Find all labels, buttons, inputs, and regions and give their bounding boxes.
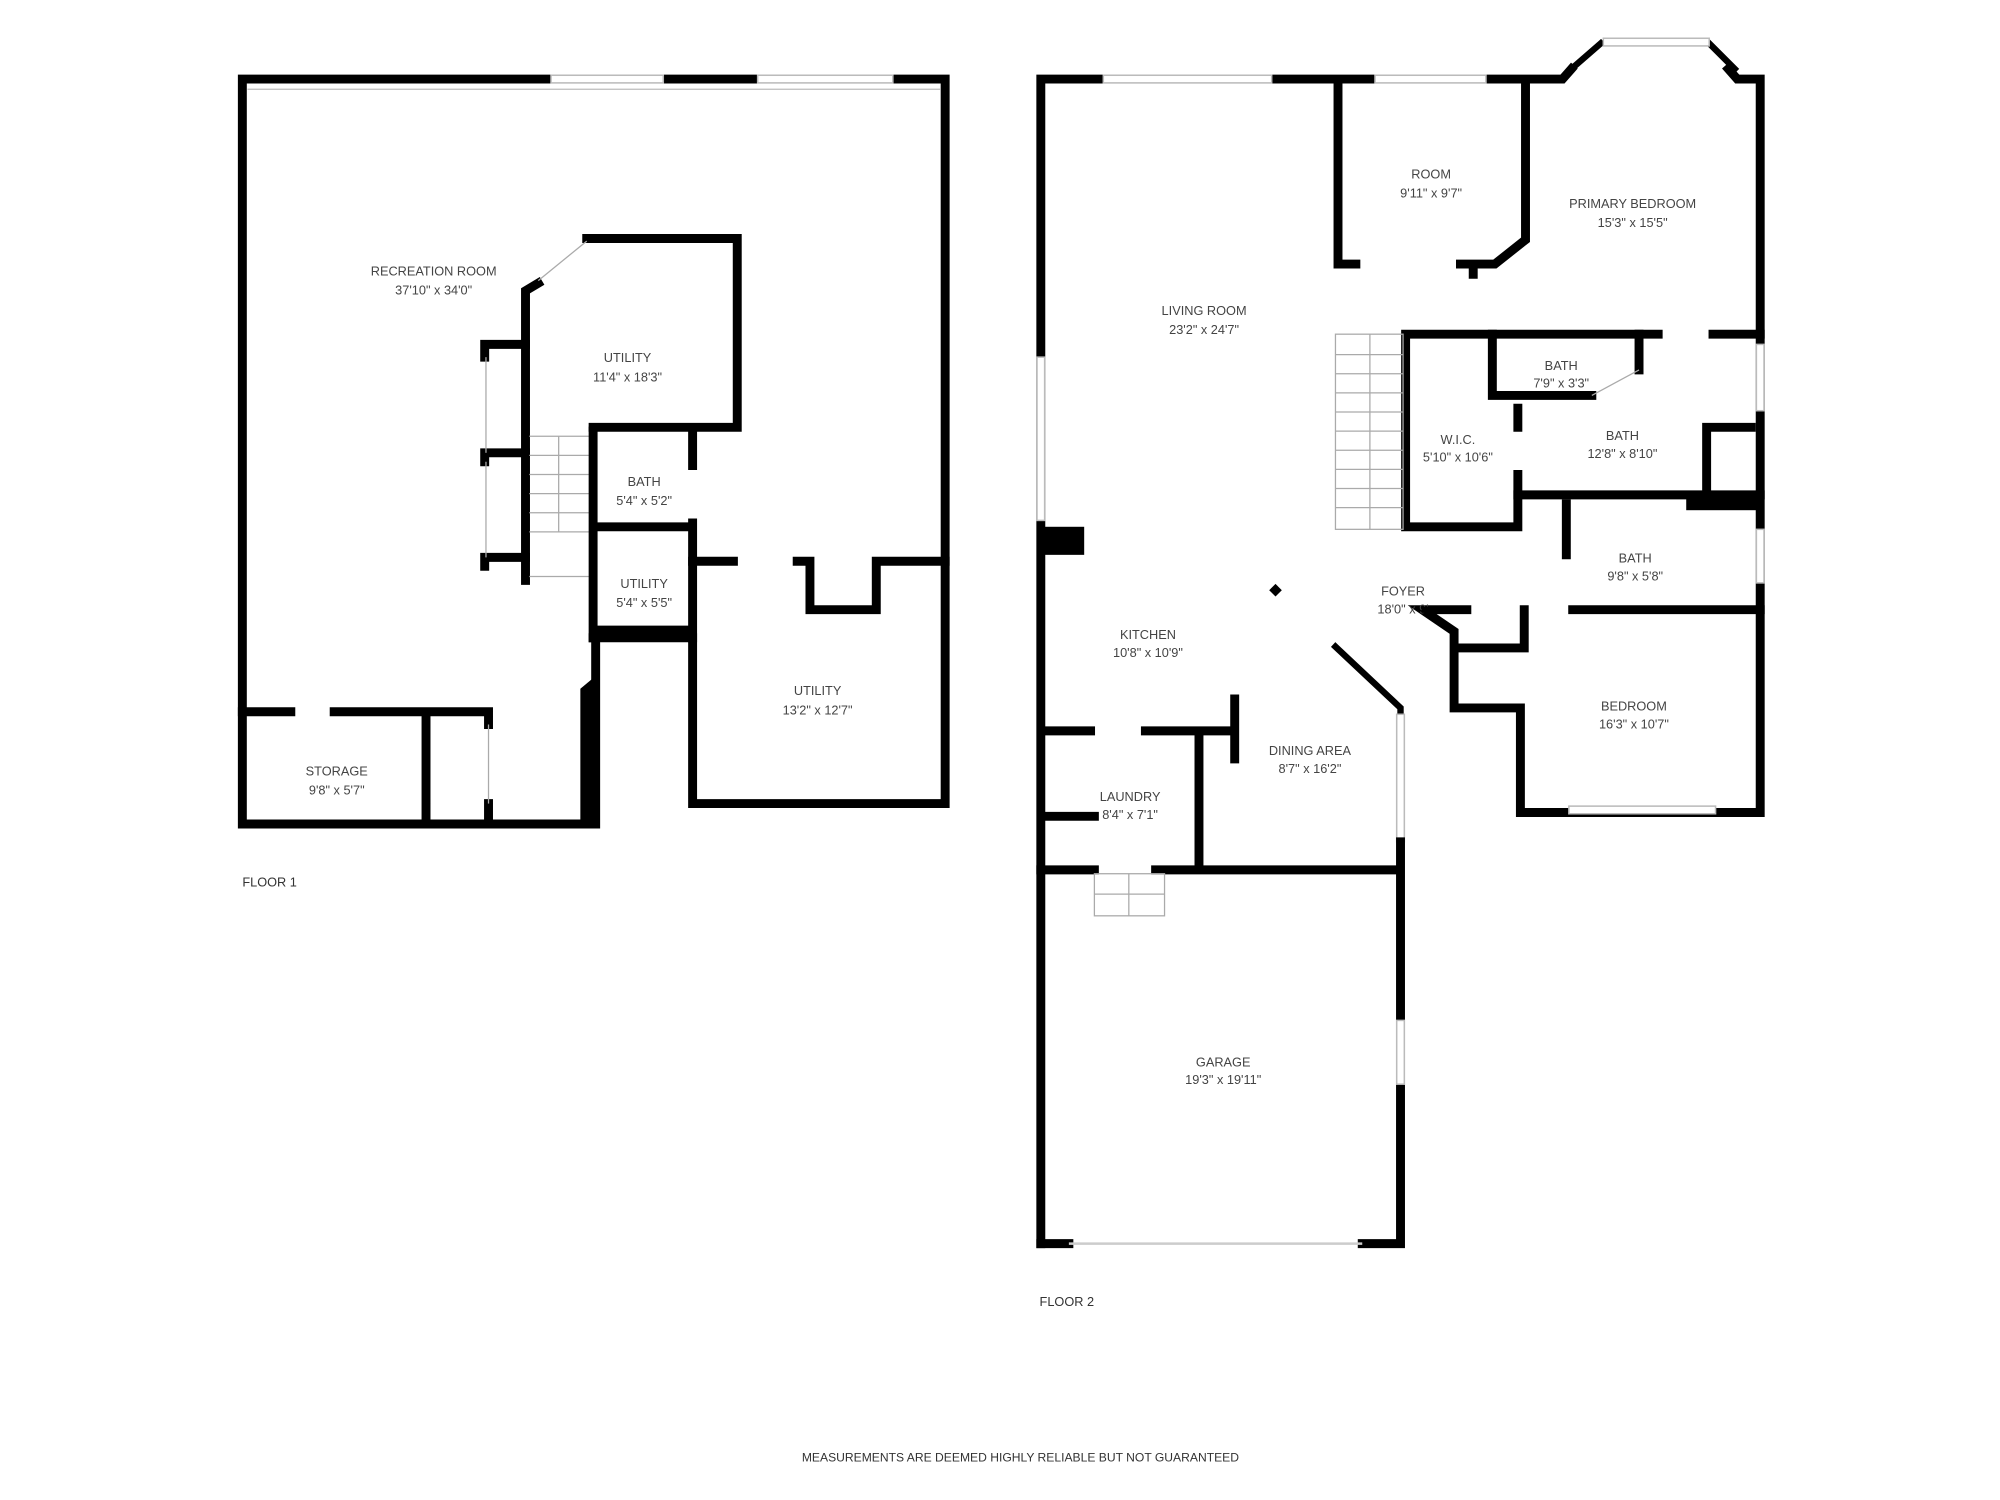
floor-1-stairs [529, 435, 590, 578]
room-name: UTILITY [604, 350, 652, 365]
room-dims: 8'7" x 16'2" [1279, 761, 1342, 776]
floor-2-labels: ROOM 9'11" x 9'7" PRIMARY BEDROOM 15'3" … [1040, 167, 1697, 1310]
room-name: BATH [1606, 428, 1639, 443]
room-dims: 11'4" x 18'3" [593, 369, 662, 384]
floor-2-plan [1036, 37, 1765, 1249]
room-name: BATH [1545, 358, 1578, 373]
floor-1-plan [237, 74, 950, 829]
room-name: LIVING ROOM [1162, 303, 1247, 318]
room-dims: 9'8" x 5'7" [309, 783, 365, 798]
room-dims: 37'10" x 34'0" [395, 283, 472, 298]
room-name: UTILITY [794, 683, 842, 698]
room-name: UTILITY [620, 576, 668, 591]
floor-2-label: FLOOR 2 [1040, 1294, 1095, 1309]
room-name: GARAGE [1196, 1054, 1251, 1069]
room-dims: 15'3" x 15'5" [1598, 215, 1668, 230]
room-dims: 5'10" x 10'6" [1423, 450, 1493, 465]
room-name: ROOM [1411, 167, 1451, 182]
room-name: STORAGE [306, 764, 368, 779]
room-name: PRIMARY BEDROOM [1569, 196, 1696, 211]
floor-2-stairs [1334, 333, 1404, 530]
garage-steps [1093, 873, 1166, 917]
room-name: LAUNDRY [1100, 789, 1161, 804]
room-name: BATH [1619, 551, 1652, 566]
room-name: BATH [628, 474, 661, 489]
floor-1-labels: RECREATION ROOM 37'10" x 34'0" UTILITY 1… [242, 264, 852, 890]
room-name: DINING AREA [1269, 743, 1352, 758]
disclaimer: MEASUREMENTS ARE DEEMED HIGHLY RELIABLE … [802, 1451, 1239, 1465]
room-name: FOYER [1381, 584, 1425, 599]
room-dims: 16'3" x 10'7" [1599, 716, 1669, 731]
room-dims: 9'11" x 9'7" [1400, 186, 1462, 201]
room-name: BEDROOM [1601, 698, 1667, 713]
room-dims: 12'8" x 8'10" [1587, 446, 1657, 461]
room-dims: 8'4" x 7'1" [1102, 807, 1158, 822]
room-dims: 9'8" x 5'8" [1607, 568, 1663, 583]
room-dims: 10'8" x 10'9" [1113, 645, 1183, 660]
room-name: W.I.C. [1441, 432, 1476, 447]
room-dims: 13'2" x 12'7" [783, 702, 853, 717]
room-dims: 5'4" x 5'2" [616, 493, 672, 508]
room-dims: 5'4" x 5'5" [616, 595, 672, 610]
room-dims: 23'2" x 24'7" [1169, 322, 1239, 337]
room-dims: 18'0" x 9' [1377, 602, 1428, 617]
room-name: KITCHEN [1120, 627, 1176, 642]
floor-1-label: FLOOR 1 [242, 874, 297, 889]
room-name: RECREATION ROOM [371, 264, 497, 279]
room-dims: 19'3" x 19'11" [1185, 1072, 1261, 1087]
room-dims: 7'9" x 3'3" [1533, 376, 1589, 391]
